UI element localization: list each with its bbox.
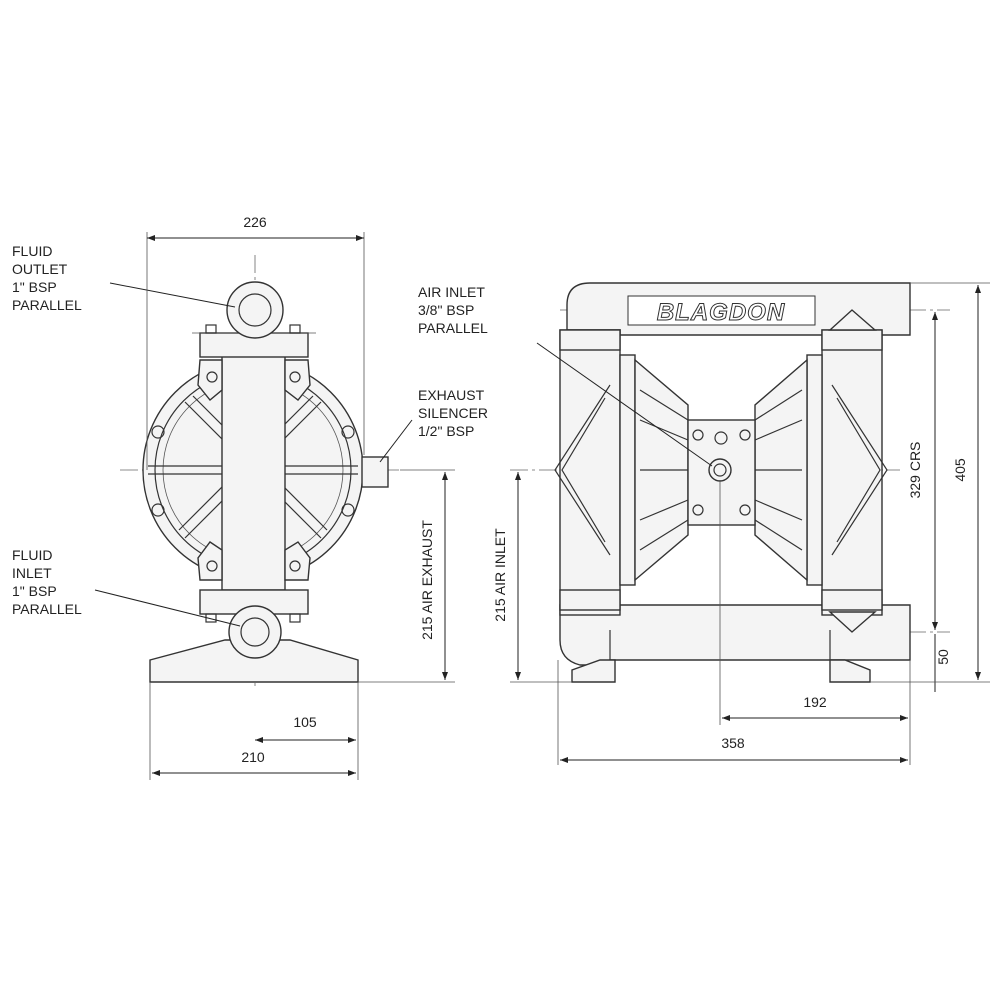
dimension-226: 226	[146, 214, 365, 470]
label-line: INLET	[12, 565, 52, 581]
label-line: PARALLEL	[418, 320, 488, 336]
leader-line	[94, 589, 241, 627]
dimension-value: 329 CRS	[907, 442, 923, 499]
dimension-329-crs: 329 CRS	[907, 312, 938, 630]
dimension-value: 405	[952, 458, 968, 482]
brand-logo-box	[627, 295, 816, 326]
dimension-50: 50	[870, 634, 990, 692]
fluid-outlet-label: FLUID OUTLET 1" BSP PARALLEL	[12, 243, 236, 313]
label-line: OUTLET	[12, 261, 68, 277]
label-line: 1" BSP	[12, 279, 57, 295]
dimension-value: 50	[935, 649, 951, 665]
dimension-value: 215 AIR INLET	[492, 528, 508, 622]
label-line: 3/8" BSP	[418, 302, 474, 318]
dimension-value: 215 AIR EXHAUST	[419, 520, 435, 640]
leader-line	[109, 282, 236, 308]
dimension-value: 358	[721, 735, 745, 751]
fluid-inlet-label: FLUID INLET 1" BSP PARALLEL	[12, 547, 241, 627]
side-view: BLAGDON	[510, 282, 950, 683]
fluid-inlet-port	[228, 605, 282, 659]
bottom-manifold	[559, 604, 911, 666]
dimension-value: 210	[241, 749, 265, 765]
label-line: 1/2" BSP	[418, 423, 474, 439]
fluid-outlet-port	[226, 281, 284, 339]
manifold-column	[221, 354, 286, 591]
exhaust-silencer	[361, 456, 389, 488]
label-line: EXHAUST	[418, 387, 485, 403]
air-inlet-port	[708, 458, 732, 482]
brand-logo: BLAGDON	[657, 299, 785, 326]
label-line: SILENCER	[418, 405, 488, 421]
dimension-value: 192	[803, 694, 827, 710]
dimension-192: 192	[719, 480, 911, 765]
label-line: 1" BSP	[12, 583, 57, 599]
right-chamber	[821, 329, 883, 616]
dimension-air-inlet: 215 AIR INLET	[492, 472, 572, 683]
leader-line	[536, 342, 713, 467]
exhaust-silencer-label: EXHAUST SILENCER 1/2" BSP	[379, 387, 488, 463]
label-line: FLUID	[12, 243, 52, 259]
label-line: PARALLEL	[12, 601, 82, 617]
leader-line	[379, 419, 413, 463]
front-view	[120, 255, 400, 690]
air-inlet-label: AIR INLET 3/8" BSP PARALLEL	[418, 284, 713, 467]
dimension-405: 405	[910, 282, 990, 680]
label-line: AIR INLET	[418, 284, 485, 300]
dimension-air-exhaust: 215 AIR EXHAUST	[358, 469, 455, 683]
dimension-value: 105	[293, 714, 317, 730]
dimension-210: 210	[152, 749, 356, 776]
label-line: FLUID	[12, 547, 52, 563]
label-line: PARALLEL	[12, 297, 82, 313]
left-chamber	[559, 329, 621, 616]
foot-left	[571, 659, 616, 683]
foot-right	[829, 659, 871, 683]
dimension-value: 226	[243, 214, 267, 230]
dimension-105: 105	[149, 682, 359, 780]
dimension-358: 358	[557, 660, 908, 765]
